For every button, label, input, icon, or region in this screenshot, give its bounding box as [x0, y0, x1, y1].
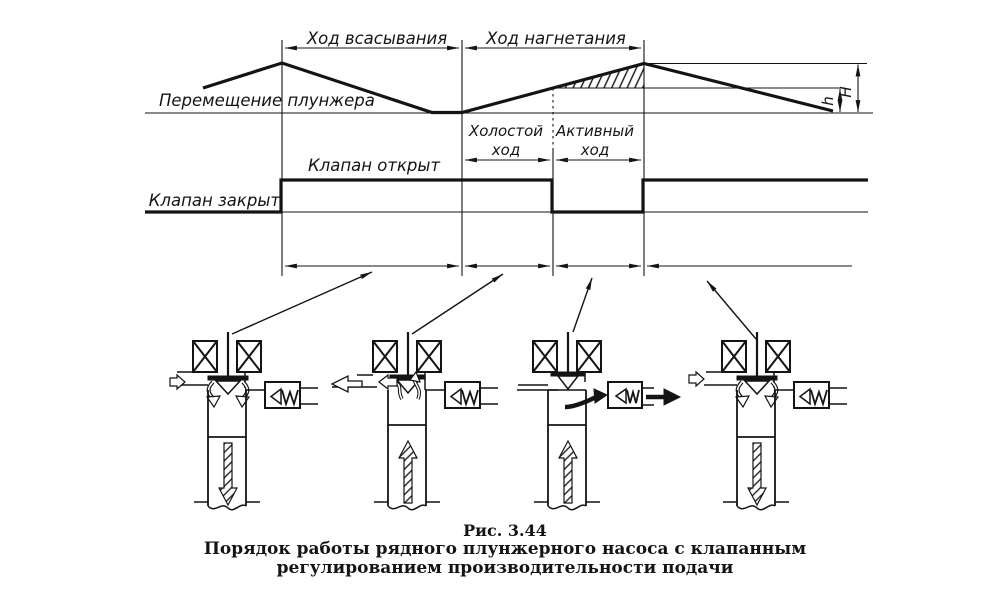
caption-line-1: Порядок работы рядного плунжерного насос… — [203, 539, 807, 559]
plunger-motion-up-arrow-icon — [558, 440, 578, 504]
plunger-displacement-curve — [202, 61, 834, 115]
idle-stroke-label-1: Холостой — [468, 122, 543, 140]
pump-diagram-4-suction — [688, 332, 848, 511]
idle-stroke-label-2: ход — [491, 141, 520, 159]
plunger-motion-down-arrow-icon — [218, 442, 238, 506]
check-valve-icon — [773, 381, 848, 409]
pointer-arrow-3 — [572, 277, 593, 333]
discharge-flow-arrowhead — [593, 388, 609, 404]
figure-caption: Рис. 3.44 Порядок работы рядного плунжер… — [0, 521, 1000, 578]
valve-open-label: Клапан открыт — [308, 156, 440, 175]
pointer-arrow-2 — [411, 273, 504, 335]
inlet-flow-arrow-icon — [169, 373, 186, 391]
check-valve-icon — [424, 381, 499, 409]
plunger-motion-up-arrow-icon — [398, 440, 418, 504]
closed-valve-cone — [556, 375, 580, 391]
full-stroke-H-label: H — [837, 86, 855, 97]
valve-plate — [389, 374, 426, 380]
check-valve-spring — [626, 388, 640, 404]
active-stroke-label-1: Активный — [555, 122, 634, 140]
pump-diagram-1-suction — [169, 332, 319, 511]
pump-diagram-2-idle — [330, 332, 499, 511]
check-valve-box — [607, 381, 643, 409]
outflow-arrow-icon — [378, 373, 398, 391]
flow-arrowhead — [408, 370, 421, 383]
active-stroke-label-2: ход — [580, 141, 609, 159]
valve-waveform — [145, 178, 868, 214]
timing-diagram: Ход всасывания Ход нагнетания Перемещени… — [145, 29, 873, 340]
discharge-flow-curve — [564, 394, 598, 410]
idle-height-h-label: h — [819, 96, 837, 106]
open-valve-icon — [205, 374, 251, 409]
pointer-arrows — [231, 271, 757, 340]
pointer-arrow-4 — [706, 280, 757, 340]
pointer-arrow-1 — [231, 271, 373, 335]
suction-stroke-label: Ход всасывания — [306, 29, 447, 48]
dimension-arrows — [285, 45, 861, 269]
plunger-motion-down-arrow-icon — [747, 442, 767, 506]
plunger-displacement-label: Перемещение плунжера — [159, 91, 375, 110]
outlet-stubs — [642, 387, 654, 406]
figure-number: Рис. 3.44 — [463, 521, 547, 540]
valve-closed-label: Клапан закрыт — [149, 191, 281, 210]
check-valve-icon — [244, 381, 319, 409]
return-flow-left-arrow-icon — [330, 374, 363, 394]
check-valve-poppet — [614, 387, 627, 405]
pump-diagram-3-active — [517, 332, 682, 511]
valve-cone — [395, 379, 421, 395]
discharge-arrow-head — [663, 388, 682, 406]
discharge-stroke-label: Ход нагнетания — [485, 29, 626, 48]
diagram-labels: Ход всасывания Ход нагнетания Перемещени… — [149, 29, 855, 210]
open-valve-icon — [734, 374, 780, 409]
caption-line-2: регулированием производительности подачи — [276, 558, 734, 578]
inlet-flow-arrow-icon — [688, 370, 705, 388]
